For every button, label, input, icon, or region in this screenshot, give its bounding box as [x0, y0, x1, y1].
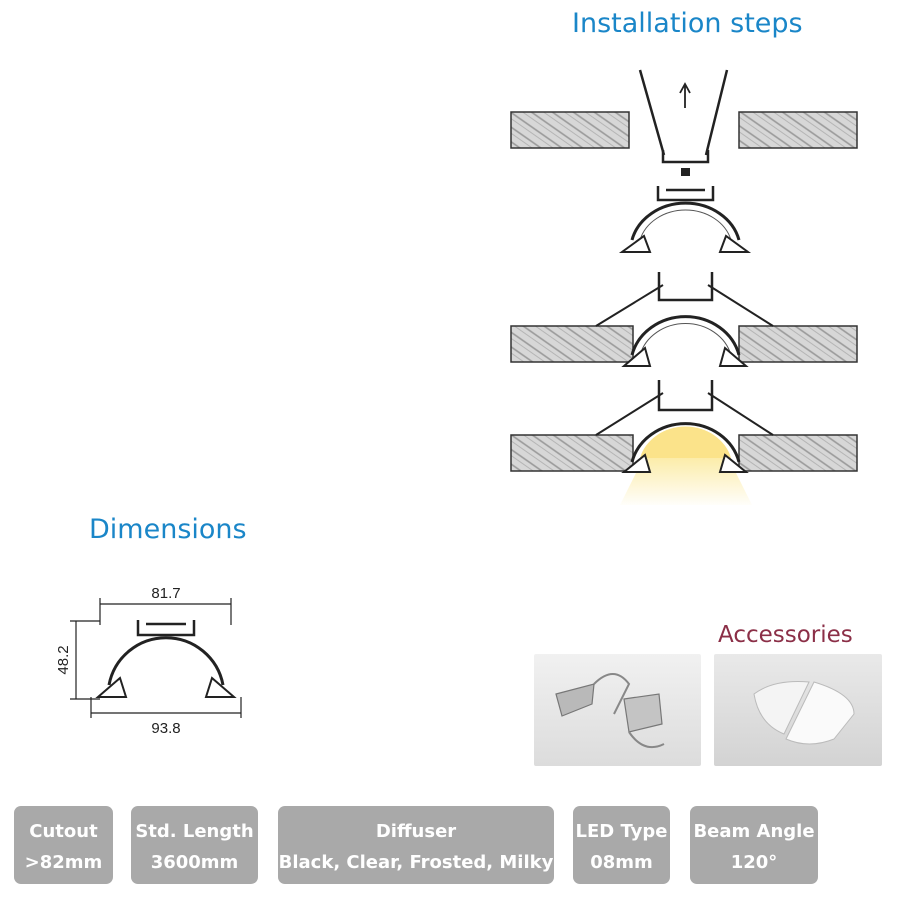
bracket: [657, 380, 714, 412]
profile-foot-left: [621, 346, 652, 367]
profile-arc: [630, 315, 741, 356]
spec-diffuser: Diffuser Black, Clear, Frosted, Milky: [278, 806, 554, 884]
spring-clip: [595, 284, 774, 327]
spec-led-type: LED Type 08mm: [573, 806, 670, 884]
spring-clip-icon: [555, 673, 665, 748]
ceiling-board-left: [510, 325, 634, 363]
profile-foot-right: [204, 676, 237, 698]
ceiling-board-right: [738, 111, 858, 149]
dim-height: 48.2: [55, 645, 72, 674]
mounting-bracket: [661, 150, 710, 164]
step-1: [510, 69, 858, 176]
up-arrow-icon: [679, 82, 691, 108]
profile-arc: [630, 201, 741, 241]
dim-line-height: [70, 620, 100, 700]
ceiling-board-right: [738, 434, 858, 472]
dimensions-title: Dimensions: [89, 514, 247, 545]
spec-value: 08mm: [590, 852, 653, 873]
spec-beam-angle: Beam Angle 120°: [690, 806, 818, 884]
profile-arc-inner: [639, 209, 732, 241]
spec-label: LED Type: [575, 821, 668, 842]
spec-cutout: Cutout >82mm: [14, 806, 113, 884]
ceiling-board-left: [510, 111, 630, 149]
spec-label: Diffuser: [375, 821, 457, 842]
installation-steps-title: Installation steps: [572, 8, 803, 39]
profile-foot-right: [718, 346, 749, 367]
screw: [681, 168, 690, 176]
spec-value: 120°: [730, 852, 778, 873]
profile-foot-left: [618, 234, 652, 253]
step-2: [618, 186, 752, 253]
end-cap-icon: [753, 681, 855, 745]
profile-top: [136, 620, 196, 637]
spec-label: Cutout: [29, 821, 98, 842]
lit-diffuser: [640, 426, 731, 458]
spec-std-length: Std. Length 3600mm: [131, 806, 258, 884]
profile-foot-left: [621, 453, 652, 473]
ceiling-board-left: [510, 434, 634, 472]
profile-top: [656, 186, 715, 202]
spec-label: Std. Length: [135, 821, 254, 842]
dim-width-top: 81.7: [151, 585, 180, 602]
dim-width-bottom: 93.8: [151, 720, 180, 737]
spec-label: Beam Angle: [693, 821, 815, 842]
accessories-title: Accessories: [718, 622, 853, 648]
profile-foot-left: [95, 676, 128, 698]
light-beam: [620, 455, 752, 505]
accessory-photo-end-caps: [714, 654, 882, 766]
profile-arc: [107, 636, 225, 686]
spec-value: >82mm: [24, 852, 103, 873]
spring-clip: [595, 392, 774, 436]
spec-value: Black, Clear, Frosted, Milky: [278, 852, 554, 873]
ceiling-board-right: [738, 325, 858, 363]
step-4: [510, 380, 858, 505]
dim-line-bottom: [90, 697, 242, 718]
profile-foot-right: [718, 234, 752, 253]
spec-value: 3600mm: [150, 852, 239, 873]
profile-foot-right: [718, 453, 749, 473]
profile-arc-inner: [639, 323, 732, 356]
dim-line-top: [99, 598, 232, 625]
dimension-drawing: [70, 598, 242, 718]
accessory-photo-spring-clips: [534, 654, 701, 766]
profile-arc: [630, 422, 741, 463]
spring-clip: [638, 69, 729, 156]
bracket: [657, 272, 714, 302]
step-3: [510, 272, 858, 367]
